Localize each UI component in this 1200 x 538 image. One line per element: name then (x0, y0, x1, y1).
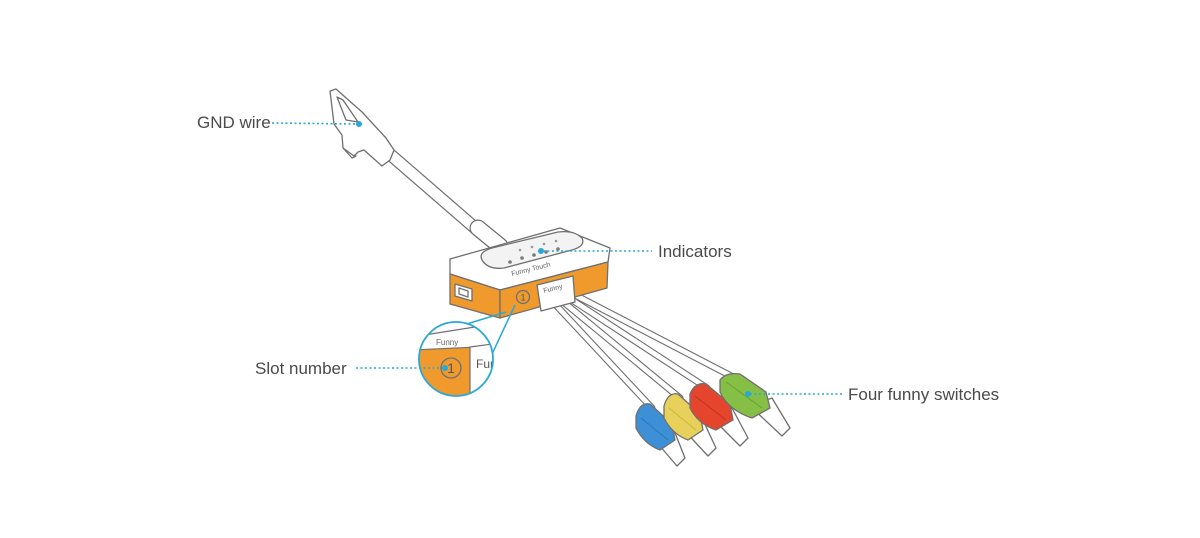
switch-wires (549, 292, 739, 412)
switch-blue (635, 403, 686, 467)
gnd-clip (329, 88, 395, 167)
slot-number-magnifier: Funny Funny 1 (418, 304, 516, 397)
funny-tag-text: Funny (543, 283, 564, 295)
callout-leaders (271, 121, 842, 397)
switch-yellow (663, 393, 717, 457)
zoom-top-tag-text: Funny (436, 338, 458, 347)
sensor-body: Funny Touch 1 Fu (449, 227, 611, 319)
gnd-wire (329, 88, 509, 255)
zoom-slot-number: 1 (447, 360, 455, 376)
slot-number-label: Slot number (255, 359, 347, 378)
led-icon (532, 253, 536, 257)
led-icon (508, 260, 512, 264)
zoom-slot-number-icon (440, 357, 462, 379)
switch-green (719, 372, 791, 437)
gnd-wire-label: GND wire (197, 113, 271, 132)
led-icon (556, 247, 560, 251)
led-icon (520, 256, 524, 260)
zoom-tag-text: Funny (476, 357, 509, 371)
switch-red (689, 383, 749, 447)
indicator-leds (508, 239, 560, 264)
funny-tag (536, 275, 576, 312)
indicators-label: Indicators (658, 242, 732, 261)
four-funny-switches-label: Four funny switches (848, 385, 1000, 404)
led-icon (544, 250, 548, 254)
slot-number-small: 1 (520, 293, 525, 303)
slot-number-icon (515, 289, 531, 305)
